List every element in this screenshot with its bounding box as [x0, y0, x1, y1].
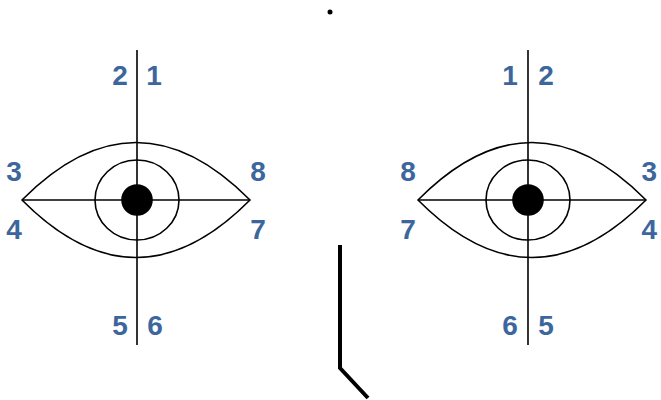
quadrant-number: 1: [146, 62, 162, 90]
left-eye: [22, 50, 250, 345]
quadrant-number: 7: [400, 216, 416, 244]
quadrant-number: 7: [250, 216, 266, 244]
quadrant-number: 2: [538, 62, 554, 90]
dot-mark: [328, 10, 333, 15]
iris: [486, 160, 570, 240]
eye-outline: [22, 143, 250, 258]
quadrant-number: 3: [6, 158, 22, 186]
quadrant-number: 4: [641, 216, 657, 244]
quadrant-number: 6: [147, 312, 163, 340]
quadrant-number: 1: [502, 62, 518, 90]
right-eye: [418, 50, 646, 345]
quadrant-number: 4: [6, 216, 22, 244]
quadrant-number: 3: [641, 158, 657, 186]
quadrant-number: 2: [112, 62, 128, 90]
pupil: [513, 185, 543, 215]
quadrant-number: 5: [112, 312, 128, 340]
eye-outline: [418, 143, 646, 258]
pupil: [122, 185, 152, 215]
quadrant-number: 6: [502, 312, 518, 340]
nose-line: [340, 245, 368, 398]
quadrant-number: 5: [538, 312, 554, 340]
quadrant-number: 8: [250, 158, 266, 186]
quadrant-number: 8: [400, 158, 416, 186]
iris: [95, 160, 179, 240]
